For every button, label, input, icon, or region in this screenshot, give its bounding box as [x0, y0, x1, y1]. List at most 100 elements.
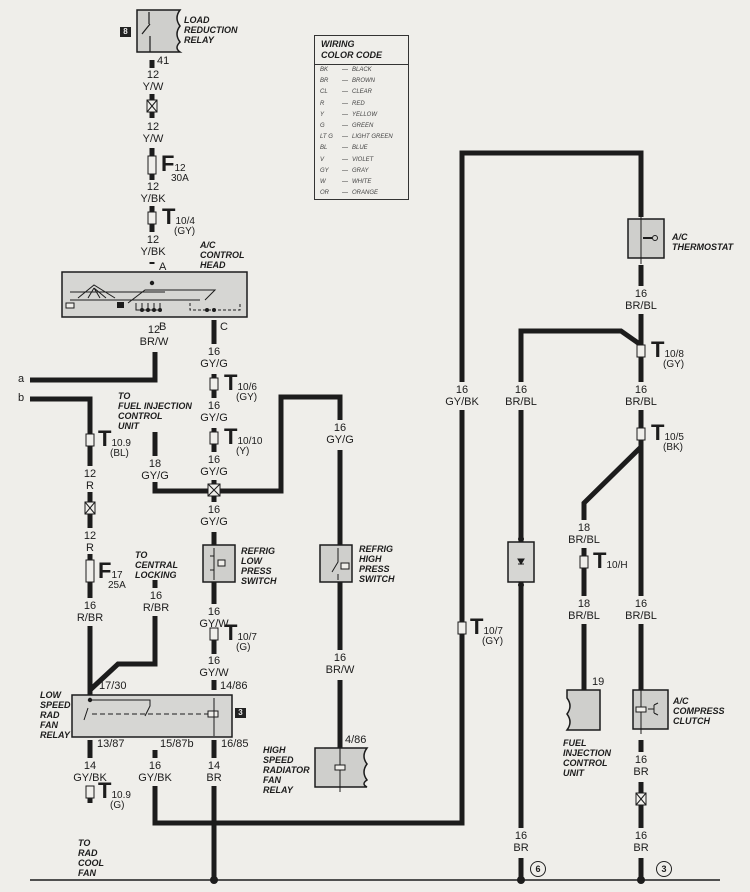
load-reduction-relay-label: LOAD REDUCTION RELAY	[184, 15, 238, 45]
wire-gauge: 16	[634, 830, 648, 842]
edge-label-a: a	[18, 373, 25, 385]
wire-color: R	[86, 542, 94, 554]
pin-label: 15/87b	[160, 738, 194, 750]
label-line: COMPRESS	[673, 706, 725, 716]
connector-color: (GY)	[663, 359, 685, 370]
refrig-low-press-switch-label: REFRIG LOW PRESS SWITCH	[241, 546, 277, 586]
refrig-low-press-switch-symbol	[202, 544, 236, 583]
refrig-high-press-switch-label: REFRIG HIGH PRESS SWITCH	[359, 544, 395, 584]
label-line: FAN	[263, 775, 281, 785]
fuse-amps: 30A	[171, 173, 189, 184]
legend-dash: —	[342, 145, 348, 152]
wire-color: Y/W	[142, 133, 164, 145]
label-line: A/C	[673, 696, 689, 706]
legend-dash: —	[342, 100, 348, 107]
low-speed-rad-fan-relay-symbol	[71, 694, 233, 738]
splice-icon	[84, 501, 96, 515]
legend-title: WIRING COLOR CODE	[315, 36, 408, 65]
label-line: HIGH	[359, 554, 382, 564]
wire-gauge: 16	[634, 384, 648, 396]
legend-dash: —	[342, 134, 348, 141]
connector-number: 10/5	[664, 432, 684, 443]
legend-entry: LT G—LIGHT GREEN	[315, 132, 408, 143]
legend-dash: —	[342, 78, 348, 85]
legend-color-name: YELLOW	[352, 111, 378, 118]
wire-color: BR	[513, 842, 529, 854]
legend-entry: W—WHITE	[315, 177, 408, 188]
wire-color: BR/W	[139, 336, 169, 348]
wire-gyg-loop	[152, 432, 214, 494]
wire-gauge: 16	[207, 655, 221, 667]
fuse-letter: F	[98, 558, 112, 583]
label-line: A/C	[672, 232, 688, 242]
high-speed-radiator-fan-relay-symbol	[314, 747, 369, 792]
wire-gauge: 16	[148, 760, 162, 772]
wire-color: BR/BL	[505, 396, 537, 408]
pin-label: 17/30	[99, 680, 127, 692]
label-line: SWITCH	[241, 576, 277, 586]
wire-gauge: 16	[207, 346, 221, 358]
label-line: RELAY	[263, 785, 293, 795]
connector-letter: T	[162, 204, 176, 229]
legend-code: Y	[320, 111, 325, 118]
fuse-number: 17	[111, 570, 123, 581]
pin-label: 4/86	[345, 734, 367, 746]
diode-symbol	[507, 536, 535, 588]
connector-number: 10/6	[237, 382, 257, 393]
connector-letter: T	[651, 420, 665, 445]
legend-color-name: GRAY	[352, 167, 369, 174]
label-line: CONTROL	[200, 250, 245, 260]
connector-icon	[85, 433, 95, 447]
label-line: RELAY	[40, 730, 70, 740]
connector-icon	[209, 627, 219, 641]
legend-color-name: BLACK	[352, 67, 372, 73]
connector-icon	[636, 427, 646, 441]
wire-color: GY/G	[200, 358, 228, 370]
connector-t10-5: T10/5 (BK)	[651, 420, 684, 454]
wire-gyg-loop-right	[214, 394, 343, 545]
label-line: TO	[78, 838, 91, 848]
pin-label: 19	[592, 676, 605, 688]
connector-color: (BK)	[663, 442, 683, 453]
wire-gauge: 16	[207, 606, 221, 618]
connector-number: 10.9	[111, 438, 131, 449]
legend-code: BL	[320, 145, 328, 152]
legend-color-name: VIOLET	[352, 156, 374, 163]
connector-t10-9-g: T10.9 (G)	[98, 780, 131, 812]
location-tag: 3	[235, 708, 246, 718]
legend-dash: —	[342, 179, 348, 186]
wire-color: Y/BK	[140, 193, 166, 205]
connector-number: 10/10	[237, 436, 263, 447]
wire-gauge: 18	[577, 522, 591, 534]
legend-dash: —	[342, 156, 348, 163]
label-line: FUEL	[563, 738, 587, 748]
connector-t10-9-bl: T10.9 (BL)	[98, 428, 131, 460]
legend-code: GY	[320, 167, 329, 174]
legend-color-name: LIGHT GREEN	[352, 134, 393, 141]
wire-color: GY/BK	[73, 772, 107, 784]
pin-label: 13/87	[97, 738, 125, 750]
connector-t10-10: T10/10 (Y)	[224, 426, 263, 458]
legend-code: R	[320, 100, 325, 107]
label-line: COOL	[78, 858, 104, 868]
wire-gauge: 16	[207, 504, 221, 516]
wire-color: BR/BL	[625, 300, 657, 312]
pin-label: A	[159, 261, 167, 273]
wire-gauge: 16	[207, 400, 221, 412]
legend-code: G	[320, 123, 325, 130]
wire-color: Y/W	[142, 81, 164, 93]
wire-color: BR/BL	[625, 396, 657, 408]
high-speed-radiator-fan-relay-label: HIGH SPEED RADIATOR FAN RELAY	[263, 745, 310, 795]
wire-color: GY/BK	[138, 772, 172, 784]
legend-entry: CL—CLEAR	[315, 87, 408, 98]
